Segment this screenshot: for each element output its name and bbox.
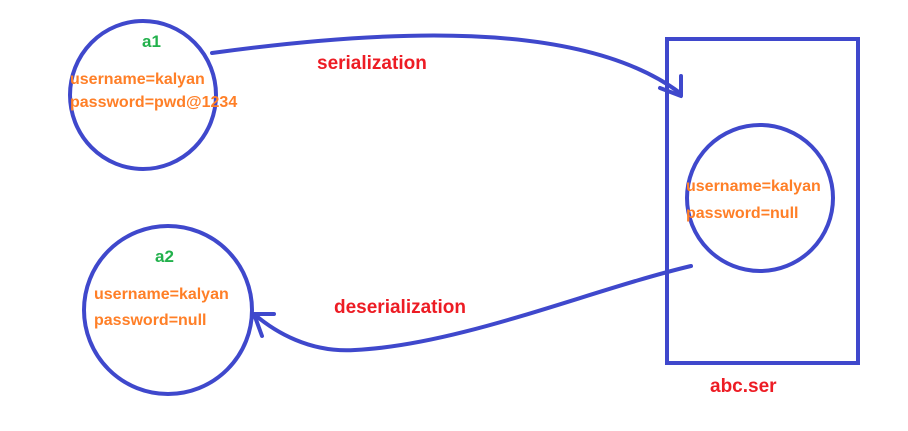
file-box [665, 37, 860, 365]
stored-object-circle [685, 123, 835, 273]
file-name-label: abc.ser [710, 376, 777, 397]
object-a1-name: a1 [142, 32, 161, 51]
serialization-label: serialization [317, 53, 427, 74]
object-a1-circle [68, 19, 218, 171]
deserialization-arrow [252, 264, 693, 353]
stored-object-field-password: password=null [686, 205, 799, 222]
object-a1-field-username: username=kalyan [70, 71, 205, 88]
deserialization-arrowhead [252, 312, 276, 338]
serialization-arrow [210, 33, 682, 95]
object-a2-circle [82, 224, 254, 396]
serialization-arrowhead [658, 74, 683, 98]
object-a2-name: a2 [155, 247, 174, 266]
deserialization-label: deserialization [334, 297, 466, 318]
object-a2-field-username: username=kalyan [94, 286, 229, 303]
object-a2-field-password: password=null [94, 312, 207, 329]
stored-object-field-username: username=kalyan [686, 178, 821, 195]
object-a1-field-password: password=pwd@1234 [70, 94, 238, 111]
